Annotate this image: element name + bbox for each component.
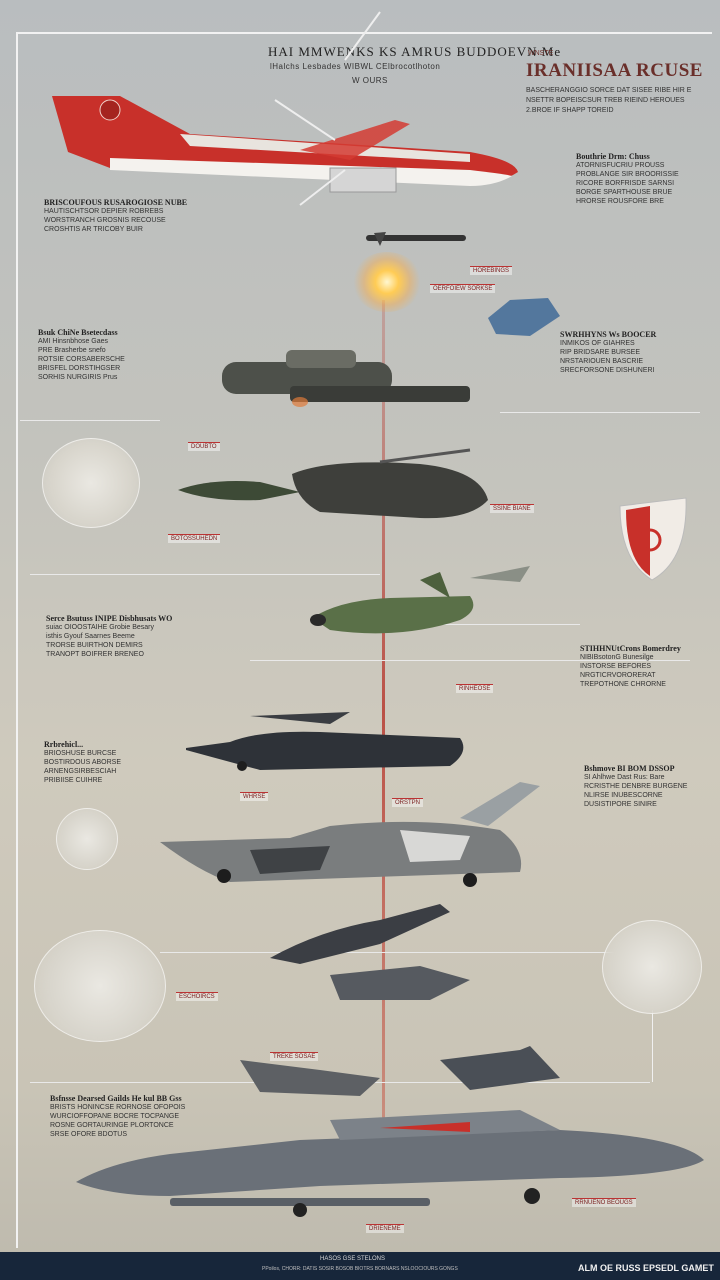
fighter-formation-icon: [240, 904, 560, 1096]
label-tag: DOUBTO: [188, 442, 220, 451]
explosion-flash: [352, 252, 422, 312]
circle-aircraft-vignette: [56, 808, 118, 870]
info-block-5: Serce Bsutuss INIPE Disbhusats WO suiac …: [46, 614, 173, 658]
map-patch-icon: [488, 298, 560, 336]
info-block-3: Bsuk ChiNe Bsetecdass AMI Hinsnbhose Gae…: [38, 328, 125, 381]
label-tag: DRIENEME: [366, 1224, 404, 1233]
label-tag: HOREBINGS: [470, 266, 513, 275]
main-subtitle: lHalchs Lesbades WIBWL CElbrocotlhoton: [270, 62, 441, 71]
label-tag: WHRSE: [240, 792, 269, 801]
large-fighter-jet-icon: [76, 1110, 704, 1217]
info-block-1: BRISCOUFOUS RUSAROGIOSE NUBE HAUTISCHTSO…: [44, 198, 188, 233]
helicopter-icon: [178, 448, 488, 519]
right-subtitle: BASCHERANGGIO SORCE DAT SISEE RIBE HIR E…: [526, 87, 692, 114]
connector-line: [250, 660, 690, 661]
label-tag: BOTOSSUHEDN: [168, 534, 221, 543]
connector-line: [160, 952, 660, 953]
circle-terrain-vignette: [602, 920, 702, 1014]
label-tag: OERFOIEW SORKSE: [430, 284, 496, 293]
missile-icon: [366, 232, 466, 246]
info-block-8: Bshmove BI BOM DSSOP SI Ahlhwe Dast Rus:…: [584, 764, 688, 808]
main-title: HAI MMWENKS KS AMRUS BUDDOEVN Me: [268, 44, 562, 59]
info-block-9: Bsfnsse Dearsed Gailds He kul BB Gss BRI…: [50, 1094, 186, 1138]
main-subtitle-2: W OURS: [352, 76, 388, 85]
green-fighter-jet-icon: [310, 566, 530, 634]
connector-line: [500, 412, 700, 413]
footer-bar: HASOS GSE STELONS PPoilos, CHORR: DATIS …: [0, 1252, 720, 1280]
label-tag: ORSTPN: [392, 798, 424, 807]
info-block-6: STIHHNUtCrons Bomerdrey NIBIBsotonG Bune…: [580, 644, 681, 688]
footer-right-label: ALM OE RUSS EPSEDL GAMET: [578, 1263, 714, 1273]
right-title: IRANIISAA RCUSE: [526, 60, 703, 81]
label-tag: SSINE BIANE: [490, 504, 534, 513]
label-tag: TREKE SOSAE: [270, 1052, 319, 1061]
label-tag: RRNUENO BEOUGS: [572, 1198, 636, 1207]
connector-line: [440, 624, 580, 625]
camouflage-vehicle-icon: [160, 782, 540, 887]
stealth-aircraft-icon: [186, 712, 464, 771]
label-tag: RINHEOSE: [456, 684, 494, 693]
info-block-2: Bouthrie Drm: Chuss ATORNISFUCRIU PROUSS…: [576, 152, 679, 205]
shield-emblem-icon: [619, 497, 687, 581]
central-spine: [382, 300, 385, 1120]
circle-launcher-vignette: [34, 930, 166, 1042]
connector-line: [30, 574, 380, 575]
footer-line-1: HASOS GSE STELONS: [320, 1256, 386, 1262]
footer-line-2: PPoilos, CHORR: DATIS SOSIR BOSOB BIOTRS…: [262, 1266, 458, 1272]
connector-line: [652, 1010, 653, 1082]
armored-vehicle-icon: [222, 350, 470, 407]
rotor-icon: [274, 11, 381, 206]
connector-line: [20, 420, 160, 421]
circle-vehicle-vignette: [42, 438, 140, 528]
right-title-prefix: WNSTE: [528, 50, 554, 57]
red-airliner-icon: [52, 96, 518, 193]
label-tag: ESCHOIRCS: [176, 992, 218, 1001]
